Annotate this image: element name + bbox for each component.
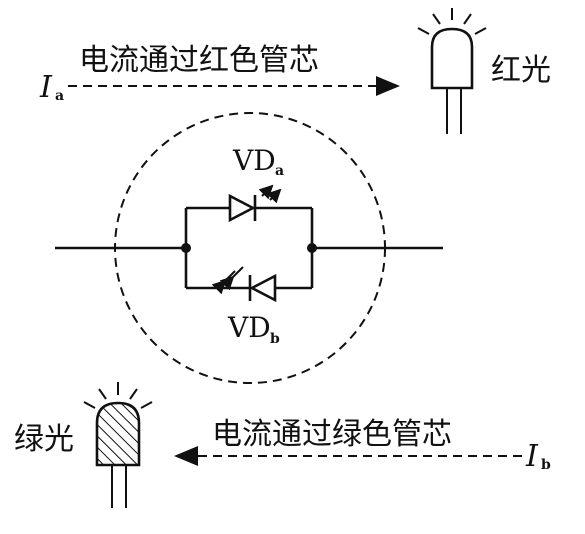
diode-vdb-name: VD: [227, 311, 271, 344]
diode-vda-icon: [228, 184, 282, 223]
diode-vdb-subscript: b: [270, 331, 280, 347]
diode-vdb-label: VD b: [227, 311, 280, 347]
red-led-icon: [417, 8, 487, 134]
diode-vda-label: VD a: [232, 144, 284, 179]
bottom-current-subscript: b: [541, 457, 551, 473]
bottom-current-symbol: I: [525, 439, 539, 474]
left-junction-dot: [181, 243, 191, 253]
red-light-label: 红光: [491, 53, 551, 88]
green-light-label: 绿光: [14, 422, 74, 457]
diode-vda-subscript: a: [275, 163, 284, 179]
right-junction-dot: [307, 243, 317, 253]
diode-vda-name: VD: [232, 144, 276, 177]
top-current-label: I a: [39, 70, 64, 105]
top-current-subscript: a: [55, 88, 64, 104]
circuit-wires: [55, 206, 443, 290]
diode-vdb-icon: [211, 266, 277, 303]
bottom-caption: 电流通过绿色管芯: [212, 417, 452, 452]
bottom-current-label: I b: [525, 439, 551, 474]
green-led-icon: [83, 382, 153, 508]
top-caption: 电流通过红色管芯: [79, 43, 319, 78]
top-current-symbol: I: [39, 70, 53, 105]
